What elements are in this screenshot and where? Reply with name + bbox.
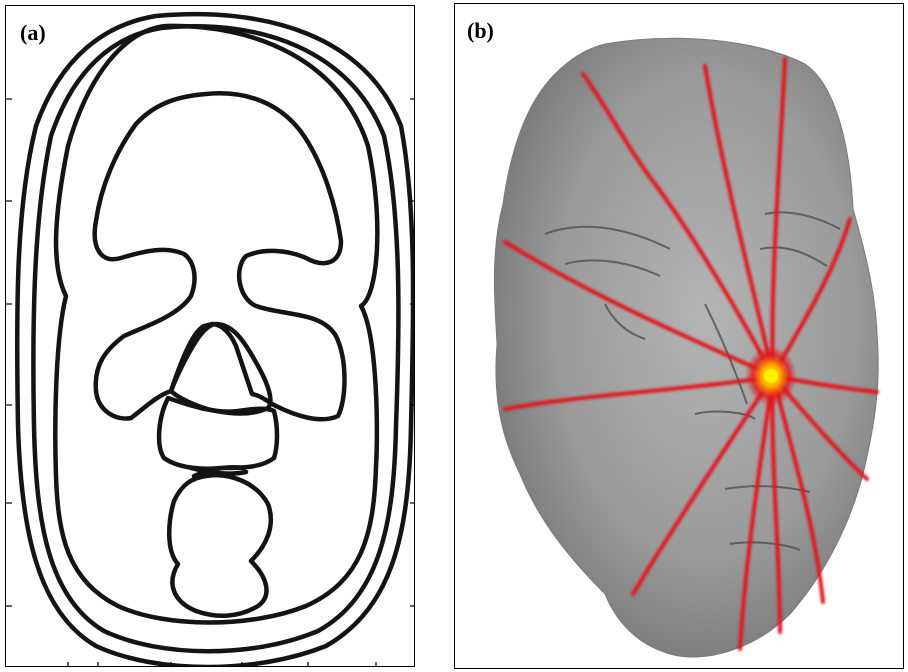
contour-nose xyxy=(171,324,270,414)
contour-crossing xyxy=(191,467,246,476)
face-surface xyxy=(494,38,878,657)
panel-b: (b) xyxy=(454,3,904,669)
contour-chin xyxy=(169,475,271,616)
geodesic-face-render xyxy=(455,4,904,669)
panel-b-label: (b) xyxy=(467,18,494,44)
axis-ticks xyxy=(6,99,415,667)
iso-contour-drawing xyxy=(6,6,415,667)
contour-mouth xyxy=(159,398,277,469)
panel-a-label: (a) xyxy=(20,20,46,46)
contour-upper xyxy=(95,93,345,419)
panel-a: (a) xyxy=(5,5,415,667)
contour-second xyxy=(33,26,398,651)
